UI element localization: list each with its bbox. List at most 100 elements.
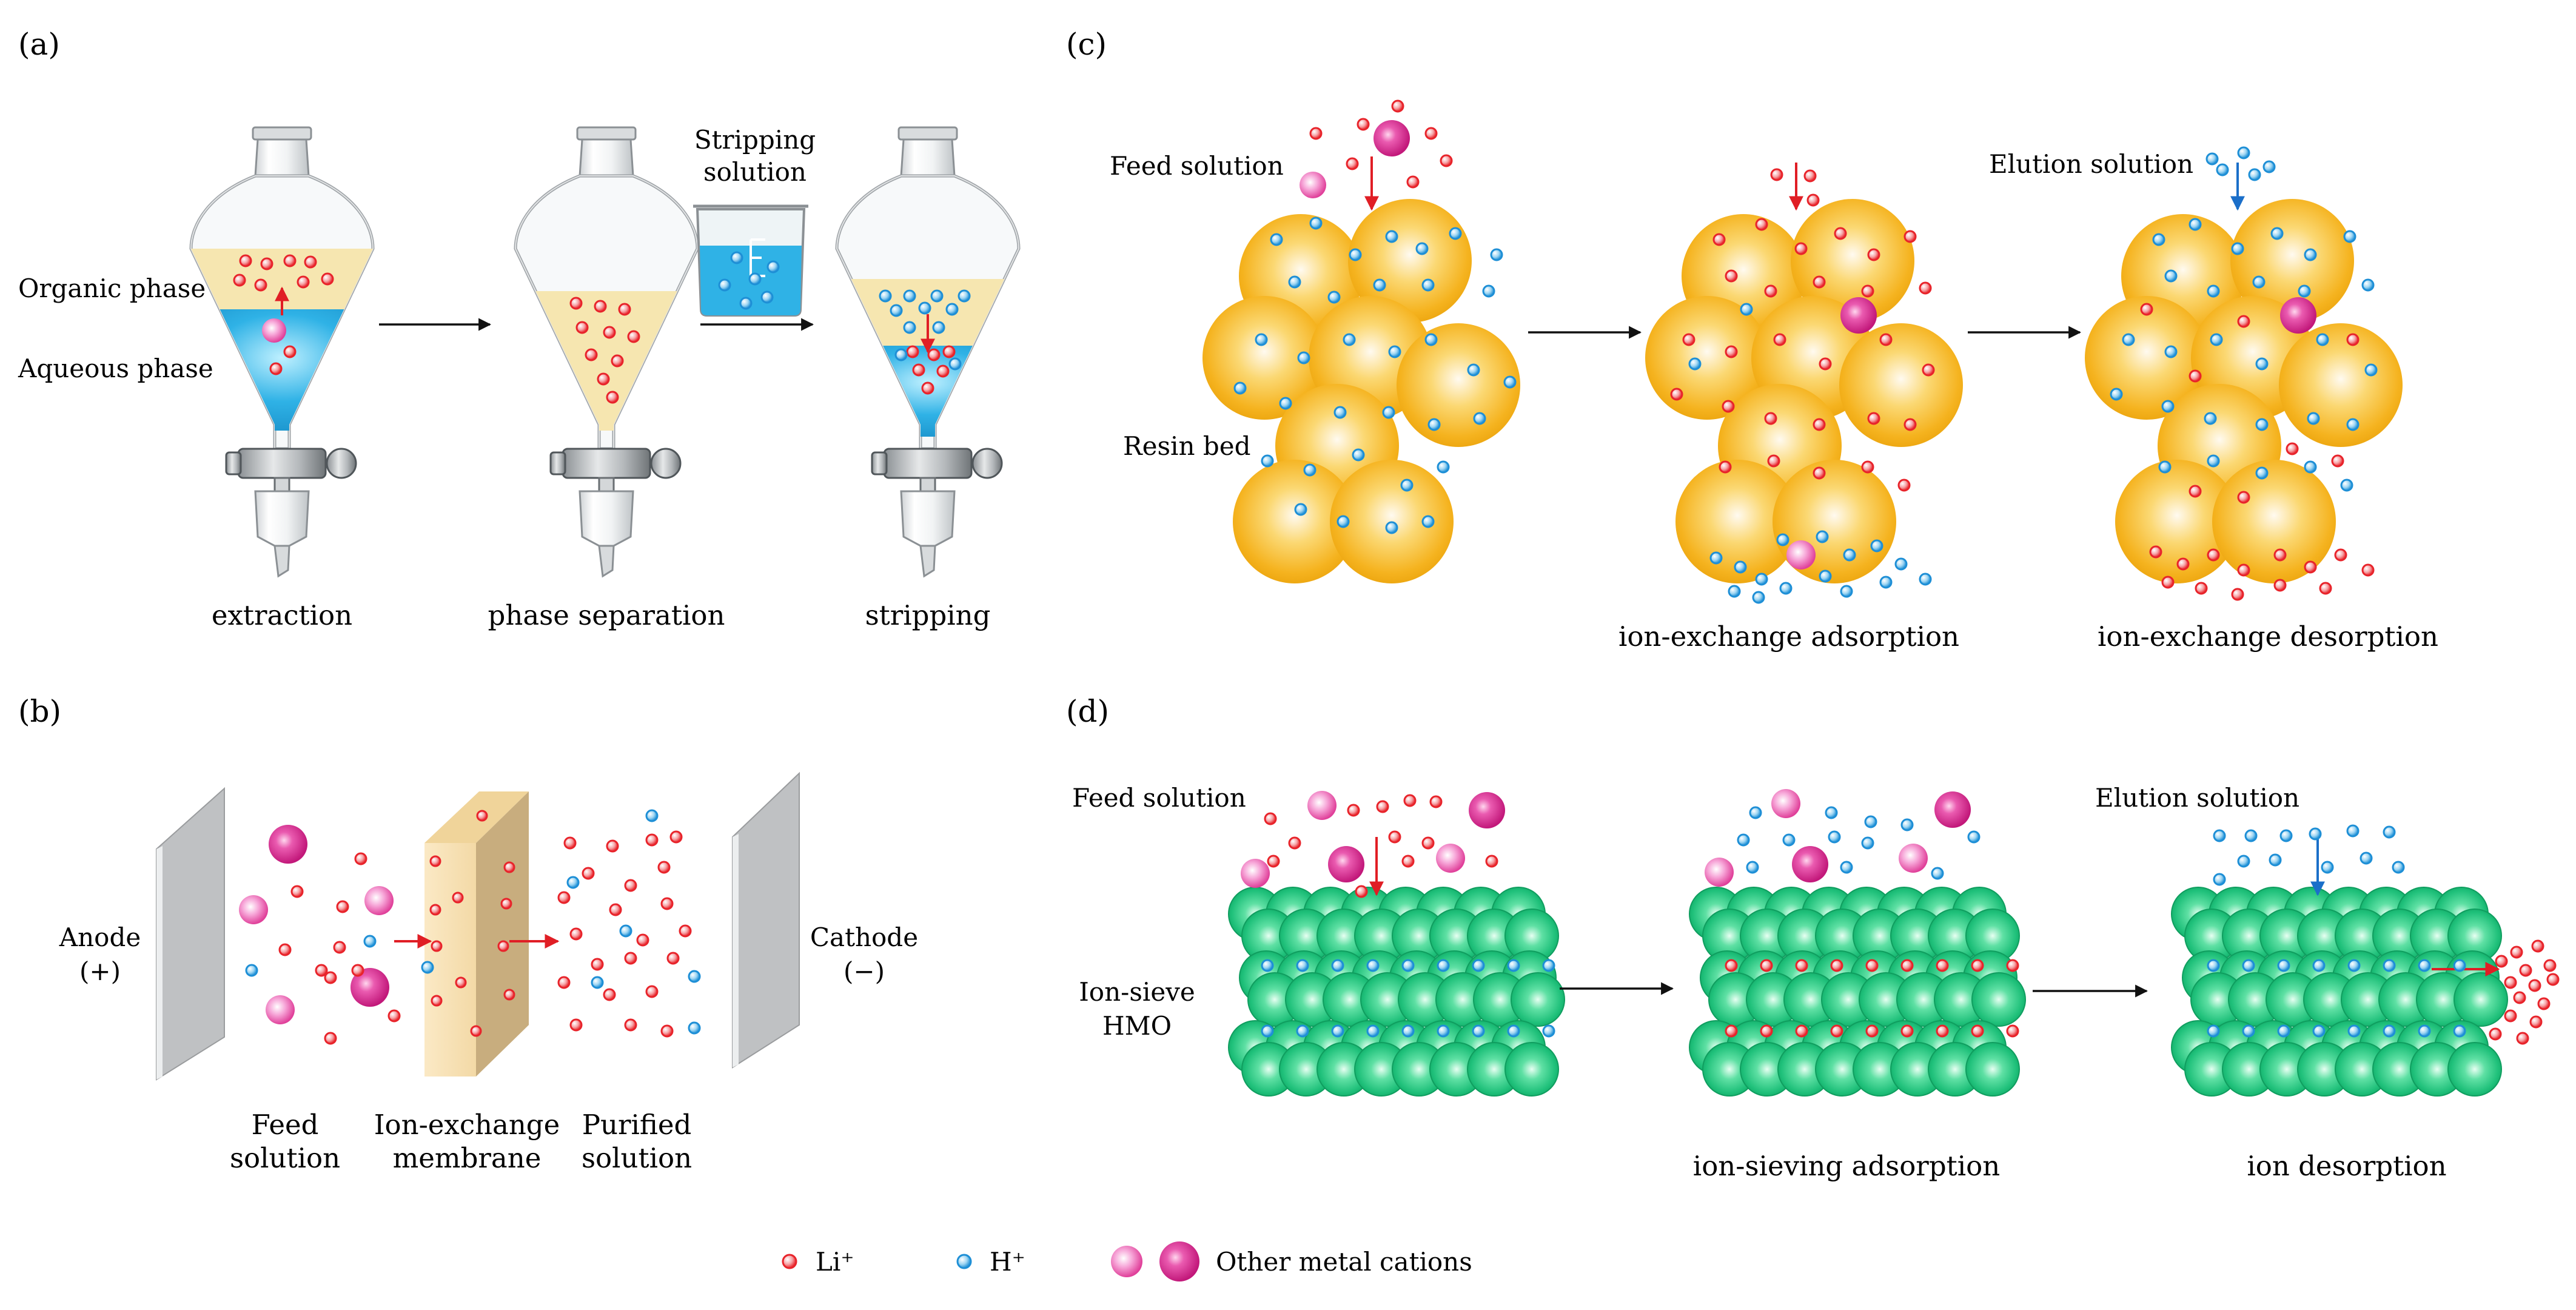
h-ion xyxy=(2347,959,2361,972)
h-ion xyxy=(2321,861,2334,874)
h-ion xyxy=(591,976,604,989)
h-ion xyxy=(2213,829,2226,842)
h-ion xyxy=(2164,269,2178,283)
h-ion xyxy=(1349,248,1362,261)
h-ion xyxy=(1776,533,1789,546)
h-ion xyxy=(2418,959,2431,972)
li-ion xyxy=(2161,576,2175,589)
h-ion xyxy=(2269,853,2282,867)
li-ion xyxy=(1795,959,1808,972)
resin-bed-desorption xyxy=(2085,199,2403,583)
li-ion xyxy=(942,345,956,358)
funnel-phase-separation xyxy=(509,127,703,576)
li-ion xyxy=(2189,369,2202,383)
li-ion xyxy=(2149,545,2162,559)
li-ion xyxy=(1773,333,1786,346)
li-ion xyxy=(315,964,328,977)
h-ion xyxy=(1828,830,1841,844)
h-ion xyxy=(1879,576,1893,589)
li-ion xyxy=(1406,175,1420,189)
h-ion xyxy=(1303,463,1317,477)
li-ion xyxy=(2237,315,2250,328)
h-ion xyxy=(766,260,780,274)
h-ion xyxy=(1752,591,1765,604)
legend-li-marker xyxy=(782,1254,797,1269)
h-ion xyxy=(1819,569,1832,583)
li-ion xyxy=(557,891,571,904)
other-metal-cation xyxy=(1934,791,1971,828)
other-metal-cation xyxy=(262,318,286,343)
h-ion xyxy=(1331,959,1344,972)
li-ion xyxy=(283,254,297,267)
li-ion xyxy=(2546,973,2560,986)
caption-stripping: stripping xyxy=(865,599,991,631)
h-ion xyxy=(948,357,962,371)
li-ion xyxy=(2273,579,2287,592)
hmo-layers-desorption xyxy=(2171,887,2508,1097)
li-ion xyxy=(569,1018,583,1032)
li-ion xyxy=(321,272,334,286)
h-ion xyxy=(2361,278,2375,292)
li-ion xyxy=(1376,800,1389,813)
legend-other-label: Other metal cations xyxy=(1216,1247,1472,1277)
other-metal-cation xyxy=(1328,846,1364,882)
li-ion xyxy=(2006,959,2019,972)
li-ion xyxy=(1813,418,1826,431)
h-ion xyxy=(1437,1024,1450,1038)
ion-sieve-label-2: HMO xyxy=(1102,1011,1172,1041)
li-ion xyxy=(1867,412,1880,425)
h-ion xyxy=(1388,345,1401,358)
panel-c: (c) Feed solution Elution solution Resin… xyxy=(1066,27,2438,653)
h-ion xyxy=(1424,333,1438,346)
h-ion xyxy=(2312,1024,2326,1038)
caption-phase-separation: phase separation xyxy=(488,599,725,631)
li-ion xyxy=(1764,412,1777,425)
h-ion xyxy=(1297,351,1310,364)
li-ion xyxy=(1725,345,1738,358)
panel-b-ions xyxy=(239,809,701,1045)
li-ion xyxy=(1485,855,1498,868)
li-ion xyxy=(354,852,367,865)
li-ion xyxy=(2176,557,2190,571)
h-ion xyxy=(1894,557,1908,571)
caption-purified-2: solution xyxy=(582,1142,692,1174)
li-ion xyxy=(2495,955,2508,968)
ion-sieve-label-1: Ion-sieve xyxy=(1079,977,1195,1007)
resin-bead xyxy=(1397,323,1520,447)
li-ion xyxy=(1264,812,1277,825)
h-ion xyxy=(1472,959,1485,972)
h-ion xyxy=(1840,585,1853,598)
h-ion xyxy=(2255,357,2269,371)
li-ion xyxy=(431,940,443,952)
li-ion xyxy=(1919,281,1932,295)
li-ion xyxy=(1401,855,1415,868)
elution-solution-label-d: Elution solution xyxy=(2095,783,2299,813)
panel-c-letter: (c) xyxy=(1066,27,1107,62)
h-ion xyxy=(1542,959,1555,972)
other-metal-cation xyxy=(1792,846,1828,882)
funnel-extraction xyxy=(185,127,379,576)
aqueous-phase-label: Aqueous phase xyxy=(18,354,213,383)
panel-a-letter: (a) xyxy=(18,27,60,62)
h-ion xyxy=(1840,861,1853,874)
resin-bead xyxy=(1202,296,1326,420)
organic-layer xyxy=(515,291,697,431)
h-ion xyxy=(1472,1024,1485,1038)
li-ion xyxy=(1936,1024,1949,1038)
beaker xyxy=(693,204,808,317)
h-ion xyxy=(2298,284,2311,298)
li-ion xyxy=(1357,118,1370,131)
h-ion xyxy=(2207,959,2220,972)
h-ion xyxy=(1779,582,1793,595)
h-ion xyxy=(2207,1024,2220,1038)
li-ion xyxy=(2529,1015,2543,1029)
h-ion xyxy=(2316,333,2329,346)
li-ion xyxy=(921,381,934,395)
h-ion xyxy=(2242,959,2255,972)
resin-bead xyxy=(1839,323,1963,447)
h-ion xyxy=(932,321,945,334)
caption-ion-desorption: ion desorption xyxy=(2247,1150,2446,1182)
li-ion xyxy=(1861,284,1874,298)
li-ion xyxy=(1429,795,1443,808)
h-ion xyxy=(1737,833,1750,847)
